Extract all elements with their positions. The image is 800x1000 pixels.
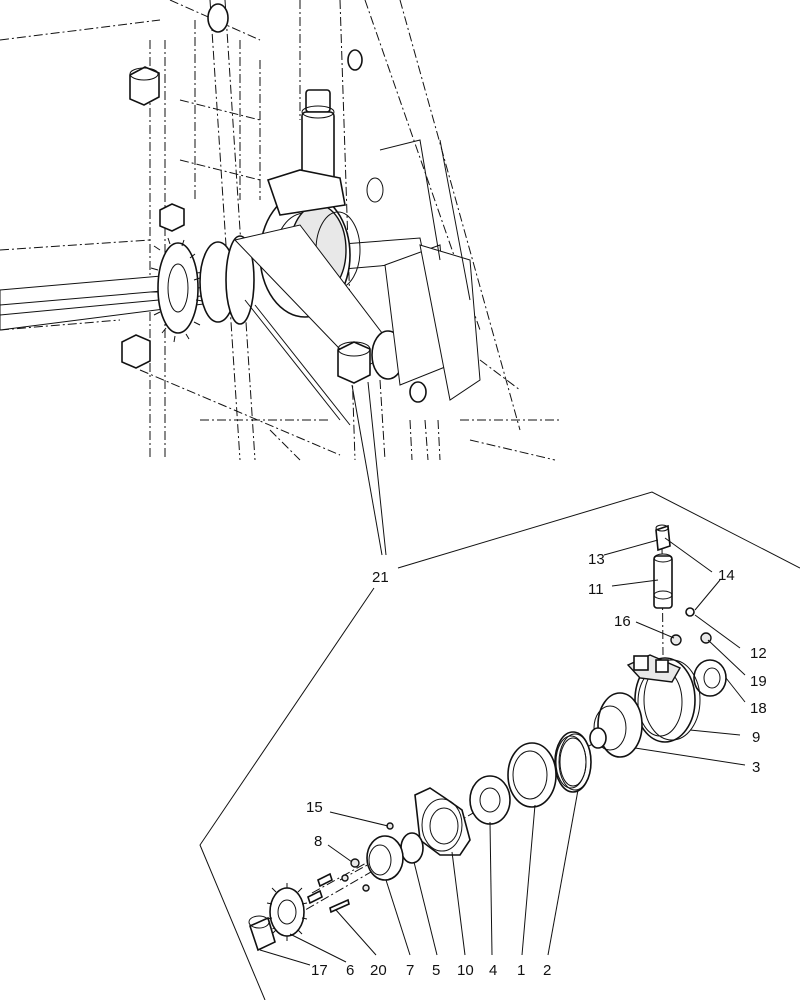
callout-5: 5: [432, 962, 440, 979]
part-3-sleeve: [589, 692, 643, 758]
callout-17: 17: [311, 962, 328, 979]
callout-20: 20: [370, 962, 387, 979]
upper-grease-tower: [266, 89, 346, 216]
part-nut-small-b: [362, 884, 370, 892]
part-12-plug: [685, 607, 695, 617]
callout-leader-lines: [259, 537, 746, 966]
upper-link-arm: [234, 224, 396, 426]
callout-9: 9: [752, 729, 760, 746]
part-2-spring-ring: [554, 731, 592, 793]
part-8-nut: [350, 858, 360, 868]
part-nut-small-a: [341, 874, 349, 882]
part-4-bearing: [469, 775, 511, 825]
upper-assembly-view: [0, 0, 560, 461]
callout-14: 14: [718, 567, 735, 584]
part-7-hub: [366, 835, 404, 881]
callout-8: 8: [314, 833, 322, 850]
part-5-snap-ring: [400, 832, 424, 864]
callout-labels: 13 14 11 21 16 12 19 18 9 3 15 8 17 6 20…: [306, 551, 767, 979]
callout-12: 12: [750, 645, 767, 662]
part-10-flange: [414, 787, 471, 856]
callout-3: 3: [752, 759, 760, 776]
callout-2: 2: [543, 962, 551, 979]
callout-10: 10: [457, 962, 474, 979]
upper-bolts: [121, 3, 427, 403]
callout-7: 7: [406, 962, 414, 979]
callout-15: 15: [306, 799, 323, 816]
callout-19: 19: [750, 673, 767, 690]
callout-6: 6: [346, 962, 354, 979]
part-9-housing-clamp: [626, 654, 701, 743]
callout-11: 11: [588, 581, 604, 598]
part-11-tube: [653, 553, 673, 609]
part-17-bushing: [248, 915, 276, 952]
exploded-view-boundary: [199, 491, 800, 1000]
part-16-nut: [670, 634, 682, 646]
assembly-leader-lines: [351, 381, 387, 556]
exploded-parts: [248, 524, 727, 952]
part-13-grease-fitting: [655, 524, 671, 552]
callout-1: 1: [517, 962, 525, 979]
part-6-sprocket: [266, 883, 308, 941]
part-bolts: [307, 872, 350, 914]
part-1-ring: [507, 742, 557, 808]
phantom-frame-lines: [0, 0, 560, 461]
callout-21: 21: [372, 569, 389, 586]
callout-16: 16: [614, 613, 631, 630]
upper-side-plates: [379, 139, 481, 401]
callout-4: 4: [489, 962, 497, 979]
callout-18: 18: [750, 700, 767, 717]
upper-sprocket: [150, 237, 204, 343]
callout-13: 13: [588, 551, 605, 568]
